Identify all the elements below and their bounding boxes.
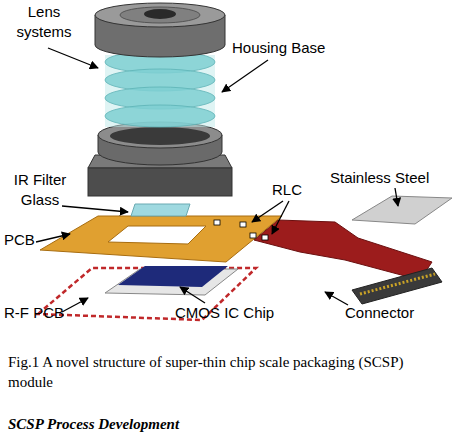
leader-arrow (180, 287, 205, 303)
part-label: CMOS IC Chip (175, 303, 305, 323)
rlc-part (250, 233, 256, 238)
part-label: Lens systems (8, 2, 80, 42)
lens-barrel-top (95, 3, 225, 27)
rlc-part (214, 220, 220, 225)
leader-arrow (36, 234, 70, 242)
connector-body (352, 268, 442, 304)
pcb-window (108, 226, 206, 244)
connector-pins (360, 274, 435, 294)
part-label: RLC (272, 180, 322, 200)
leader-arrow (272, 201, 289, 234)
part-label: Housing Base (232, 38, 352, 58)
leader-arrow (395, 188, 398, 206)
ir-filter-glass (131, 204, 190, 216)
lens-element (105, 105, 215, 127)
rlc-part (262, 235, 268, 240)
part-label: R-F PCB (4, 303, 84, 323)
cmos-chip-top (118, 266, 228, 287)
part-label: Stainless Steel (330, 168, 470, 188)
leader-arrow (325, 292, 348, 305)
lens-barrel-hole (144, 9, 176, 19)
flex-cable (254, 220, 432, 280)
leader-arrow (252, 201, 283, 222)
pcb-board (40, 216, 282, 262)
part-label: Connector (345, 303, 465, 323)
housing-ring-hole (110, 127, 210, 145)
rlc-part (240, 222, 246, 227)
leader-arrow (48, 48, 98, 68)
leader-arrow (62, 298, 88, 312)
lens-barrel-ring (120, 7, 200, 23)
leader-arrow (222, 60, 268, 92)
part-label: IR Filter Glass (0, 170, 80, 210)
housing-base-front (88, 168, 232, 196)
stainless-steel-plate (352, 196, 452, 224)
leader-arrow (62, 206, 128, 212)
section-heading: SCSP Process Development (8, 414, 468, 434)
figure-caption: Fig.1 A novel structure of super-thin ch… (8, 352, 448, 392)
part-label: PCB (4, 230, 54, 250)
